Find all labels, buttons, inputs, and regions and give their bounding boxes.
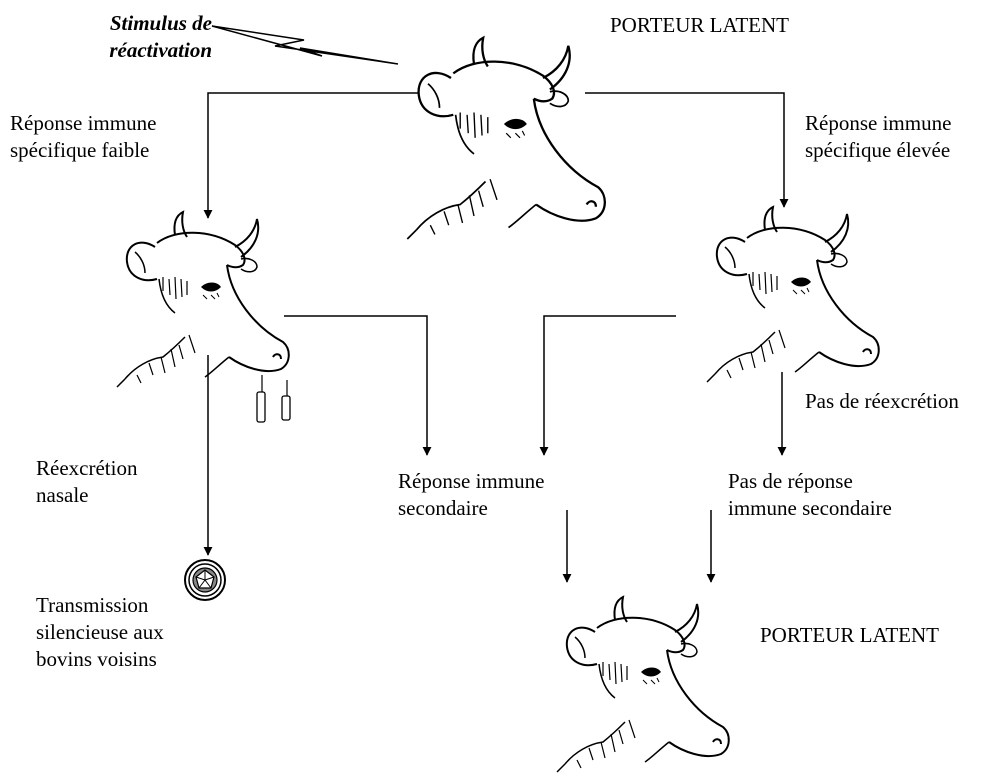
lightning-bolt-icon	[212, 26, 398, 64]
arrow-left-to-secondary	[284, 316, 427, 455]
no-reexcretion-label: Pas de réexcrétion	[805, 388, 959, 415]
bottom-carrier-label: PORTEUR LATENT	[760, 622, 939, 649]
cow-head-left-icon	[117, 212, 289, 387]
nasal-drops-icon	[257, 375, 290, 422]
arrow-weak-response	[208, 93, 418, 218]
stimulus-label: Stimulus de réactivation	[82, 10, 212, 64]
secondary-response-label: Réponse immune secondaire	[398, 468, 544, 522]
cow-head-top-icon	[407, 38, 605, 239]
arrow-strong-response	[585, 93, 784, 207]
nasal-reexcretion-label: Réexcrétion nasale	[36, 455, 137, 509]
no-secondary-response-label: Pas de réponse immune secondaire	[728, 468, 892, 522]
arrow-right-to-secondary	[544, 316, 676, 455]
strong-response-label: Réponse immune spécifique élevée	[805, 110, 951, 164]
transmission-label: Transmission silencieuse aux bovins vois…	[36, 592, 164, 673]
virus-icon	[185, 560, 225, 600]
cow-head-right-icon	[707, 207, 879, 382]
cow-head-bottom-icon	[557, 597, 729, 772]
weak-response-label: Réponse immune spécifique faible	[10, 110, 156, 164]
top-carrier-label: PORTEUR LATENT	[610, 12, 789, 39]
